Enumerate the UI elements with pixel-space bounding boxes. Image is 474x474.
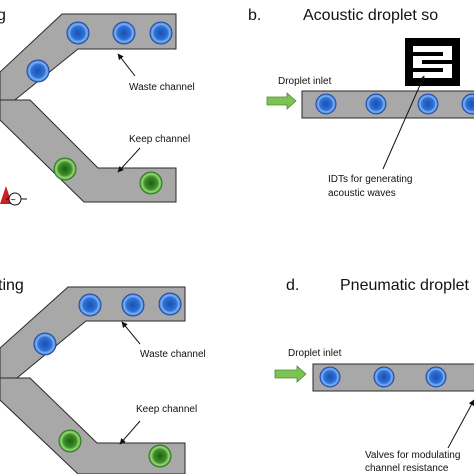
waste-channel-label: Waste channel	[129, 82, 195, 93]
droplet-inlet-label: Droplet inlet	[278, 76, 332, 87]
blue-droplet	[33, 332, 57, 356]
green-droplet	[148, 444, 172, 468]
idt-label-line1: IDTs for generating	[328, 174, 413, 185]
blue-droplet	[66, 21, 90, 45]
valve-pointer-arrow	[447, 399, 474, 449]
blue-droplet	[373, 366, 395, 388]
ac-wave-glyph: ~	[11, 195, 16, 205]
panel-c: ting Waste channel Keep channel	[0, 277, 206, 474]
panel-a: g Waste channel Keep channel ~	[0, 7, 195, 206]
blue-droplet	[461, 93, 474, 115]
blue-droplet	[425, 366, 447, 388]
blue-droplet	[26, 59, 50, 83]
blue-droplet	[417, 93, 439, 115]
blue-droplet	[315, 93, 337, 115]
blue-droplet	[319, 366, 341, 388]
waste-pointer-arrow	[121, 321, 141, 345]
panel-b-tag: b.	[248, 7, 261, 24]
keep-channel-label: Keep channel	[129, 134, 190, 145]
blue-droplet	[149, 21, 173, 45]
panel-c-title: ting	[0, 277, 24, 294]
idt-label-line2: acoustic waves	[328, 188, 396, 199]
panel-b-title: Acoustic droplet so	[303, 7, 438, 24]
inlet-arrow-icon	[266, 92, 297, 110]
green-droplet	[58, 429, 82, 453]
idt-electrode-icon	[405, 38, 460, 86]
blue-droplet	[365, 93, 387, 115]
inlet-arrow-icon	[274, 365, 307, 383]
blue-droplet	[121, 293, 145, 317]
panel-d-tag: d.	[286, 277, 299, 294]
droplet-inlet-label: Droplet inlet	[288, 348, 342, 359]
waste-channel-label: Waste channel	[140, 349, 206, 360]
panel-d: d. Pneumatic droplet Droplet inlet Valve…	[274, 277, 474, 474]
valve-label-line1: Valves for modulating	[365, 450, 460, 461]
panel-b: b. Acoustic droplet so Droplet inlet IDT…	[248, 7, 474, 199]
panel-a-keep-channel	[0, 99, 177, 203]
panel-d-title: Pneumatic droplet	[340, 277, 470, 294]
idt-pointer-arrow	[382, 75, 425, 170]
blue-droplet	[78, 293, 102, 317]
blue-droplet	[158, 292, 182, 316]
green-droplet	[53, 157, 77, 181]
panel-c-keep-channel	[0, 377, 186, 474]
keep-channel-label: Keep channel	[136, 404, 197, 415]
green-droplet	[139, 171, 163, 195]
keep-pointer-arrow	[117, 147, 141, 173]
blue-droplet	[112, 21, 136, 45]
keep-pointer-arrow	[119, 420, 141, 445]
waste-pointer-arrow	[117, 53, 136, 77]
valve-label-line2: channel resistance	[365, 463, 449, 474]
panel-a-title: g	[0, 7, 6, 24]
